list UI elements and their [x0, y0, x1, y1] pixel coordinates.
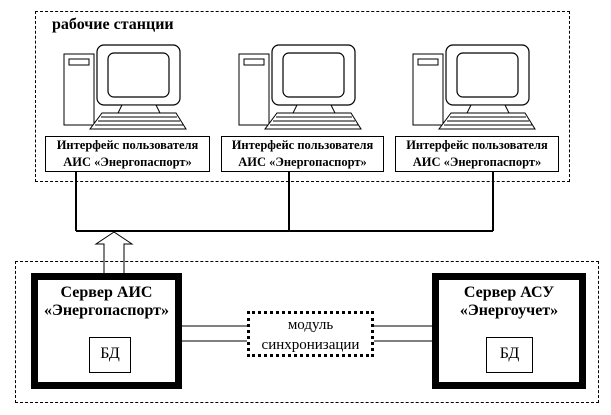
computer-icon: [63, 44, 187, 130]
workstation-label-line1: Интерфейс пользователя: [56, 138, 199, 152]
server-title-line2: «Энергоучет»: [459, 302, 559, 319]
workstation-label-1: Интерфейс пользователя АИС «Энергопаспор…: [45, 136, 210, 172]
workstation-label-3: Интерфейс пользователя АИС «Энергопаспор…: [395, 136, 559, 172]
server-energopasport-title: Сервер АИС «Энергопаспорт»: [38, 284, 175, 320]
workstation-label-line2: АИС «Энергопаспорт»: [63, 155, 192, 169]
workstation-label-line1: Интерфейс пользователя: [406, 138, 548, 152]
server-energouchet-title: Сервер АСУ «Энергоучет»: [439, 284, 579, 320]
server-title-line2: «Энергопаспорт»: [43, 302, 170, 319]
server-title-line1: Сервер АСУ: [463, 284, 555, 301]
workstation-label-line2: АИС «Энергопаспорт»: [412, 155, 542, 169]
sync-module-line1: модуль: [287, 317, 334, 333]
sync-module: модуль синхронизации: [247, 311, 374, 357]
workstation-label-2: Интерфейс пользователя АИС «Энергопаспор…: [221, 136, 384, 172]
server-title-line1: Сервер АИС: [60, 284, 153, 301]
workstation-label-line1: Интерфейс пользователя: [231, 138, 374, 152]
sync-module-line2: синхронизации: [261, 337, 360, 353]
server-energouchet: Сервер АСУ «Энергоучет» БД: [432, 273, 586, 389]
database-box: БД: [89, 337, 131, 373]
workstations-title: рабочие станции: [52, 16, 174, 33]
computer-icon: [412, 44, 536, 130]
workstations-region: [35, 11, 570, 182]
server-energopasport: Сервер АИС «Энергопаспорт» БД: [31, 273, 182, 389]
computer-icon: [238, 44, 362, 130]
database-box: БД: [486, 337, 533, 373]
workstation-label-line2: АИС «Энергопаспорт»: [238, 155, 367, 169]
servers-region: [15, 261, 599, 403]
